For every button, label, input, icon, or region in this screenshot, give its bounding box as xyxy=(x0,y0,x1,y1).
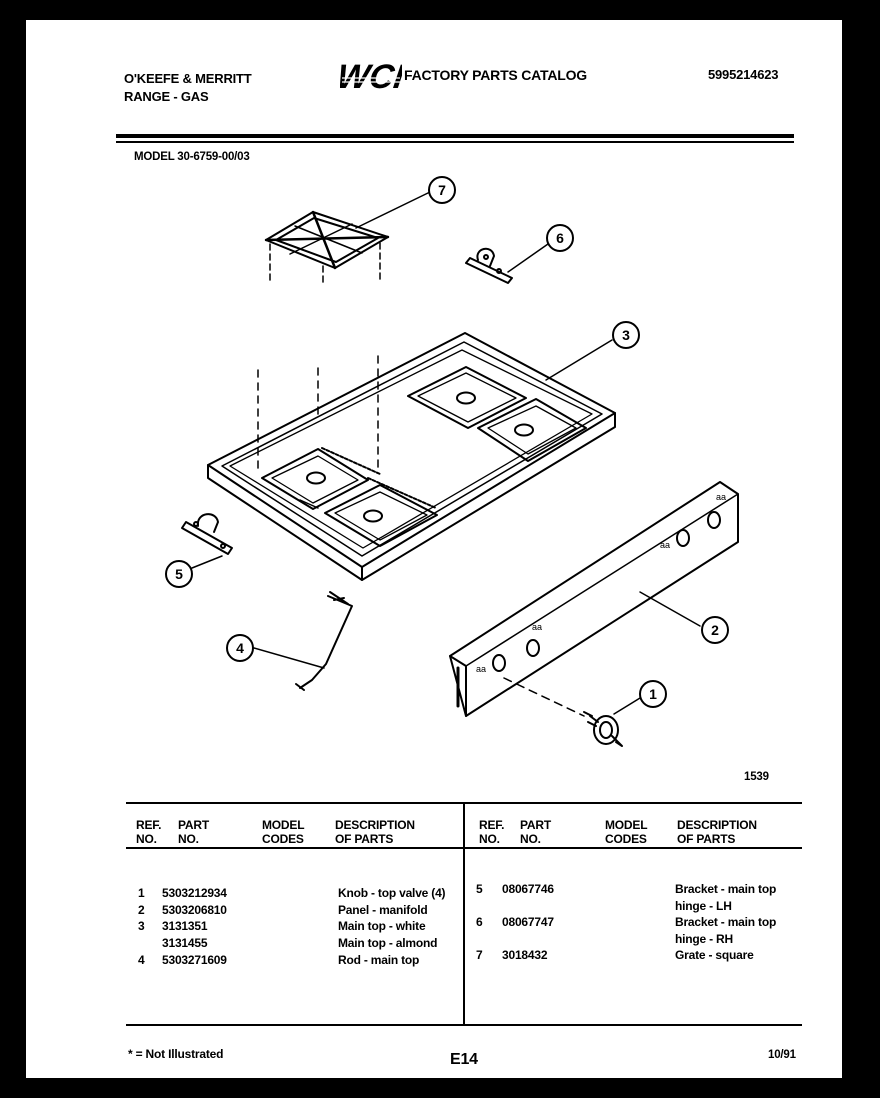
figure-number: 1539 xyxy=(744,771,769,783)
hdr-codes-left: MODEL CODES xyxy=(262,818,305,846)
grate-part xyxy=(264,210,390,285)
callout-5-label: 5 xyxy=(175,566,183,582)
svg-text:aa: aa xyxy=(660,540,670,550)
not-illustrated-note: * = Not Illustrated xyxy=(128,1047,224,1061)
product-label: RANGE - GAS xyxy=(124,89,209,104)
svg-text:aa: aa xyxy=(716,492,726,502)
hdr-desc-left: DESCRIPTION OF PARTS xyxy=(335,818,415,846)
rod-part xyxy=(295,591,353,691)
callout-7 xyxy=(428,176,456,204)
row-part: 3131455 xyxy=(162,936,208,950)
callout-7-label: 7 xyxy=(438,182,446,198)
page-number: E14 xyxy=(450,1051,478,1068)
row-desc: Bracket - main top hinge - LH xyxy=(675,882,777,913)
callout-3 xyxy=(612,321,640,349)
row-desc: Main top - almond xyxy=(338,936,438,950)
hdr-ref-left: REF. NO. xyxy=(136,818,162,846)
row-ref: 7 xyxy=(476,948,483,962)
table-header-rule-left xyxy=(126,847,463,849)
row-desc: Grate - square xyxy=(675,948,754,962)
callout-4 xyxy=(226,634,254,662)
revision-date: 10/91 xyxy=(768,1049,796,1061)
row-ref: 6 xyxy=(476,915,483,929)
header-rule-thick xyxy=(116,134,794,138)
row-part: 08067747 xyxy=(502,915,554,929)
hdr-part-right: PART NO. xyxy=(520,818,551,846)
callout-1-label: 1 xyxy=(649,686,657,702)
wci-logo: WCI xyxy=(340,58,402,92)
callout-1 xyxy=(639,680,667,708)
catalog-number: 5995214623 xyxy=(708,67,779,82)
hdr-codes-right: MODEL CODES xyxy=(605,818,648,846)
callout-6-label: 6 xyxy=(556,230,564,246)
row-desc: Bracket - main top hinge - RH xyxy=(675,915,777,946)
row-ref: 4 xyxy=(138,953,145,967)
logo-text: WCI xyxy=(340,58,402,92)
model-label: MODEL 30-6759-00/03 xyxy=(134,151,250,163)
row-desc: Panel - manifold xyxy=(338,903,428,917)
callout-5 xyxy=(165,560,193,588)
knob-part xyxy=(583,711,623,747)
manufacturer-label: O'KEEFE & MERRITT xyxy=(124,71,252,86)
header-rule-thin xyxy=(116,141,794,143)
row-ref: 5 xyxy=(476,882,483,896)
row-ref: 1 xyxy=(138,886,145,900)
svg-text:aa: aa xyxy=(476,664,486,674)
main-top-part xyxy=(207,332,616,581)
row-ref: 3 xyxy=(138,919,145,933)
row-part: 5303212934 xyxy=(162,886,227,900)
catalog-title: FACTORY PARTS CATALOG xyxy=(404,67,587,83)
hdr-part-left: PART NO. xyxy=(178,818,209,846)
callout-2 xyxy=(701,616,729,644)
hdr-desc-right: DESCRIPTION OF PARTS xyxy=(677,818,757,846)
table-top-rule xyxy=(126,802,802,804)
hdr-ref-right: REF. NO. xyxy=(479,818,505,846)
row-ref: 2 xyxy=(138,903,145,917)
bracket-rh-part xyxy=(465,247,513,284)
manifold-panel-part: aa aa aa aa xyxy=(449,481,739,717)
bracket-lh-part xyxy=(181,513,233,555)
table-header-rule-right xyxy=(465,847,802,849)
svg-text:aa: aa xyxy=(532,622,542,632)
callout-4-label: 4 xyxy=(236,640,244,656)
row-desc: Knob - top valve (4) xyxy=(338,886,446,900)
callout-6 xyxy=(546,224,574,252)
row-part: 5303271609 xyxy=(162,953,227,967)
callout-2-label: 2 xyxy=(711,622,719,638)
row-part: 08067746 xyxy=(502,882,554,896)
row-part: 3018432 xyxy=(502,948,548,962)
callout-3-label: 3 xyxy=(622,327,630,343)
row-desc: Rod - main top xyxy=(338,953,420,967)
table-bottom-rule xyxy=(126,1024,802,1026)
table-center-divider xyxy=(463,804,465,1026)
row-part: 5303206810 xyxy=(162,903,227,917)
row-part: 3131351 xyxy=(162,919,208,933)
row-desc: Main top - white xyxy=(338,919,426,933)
